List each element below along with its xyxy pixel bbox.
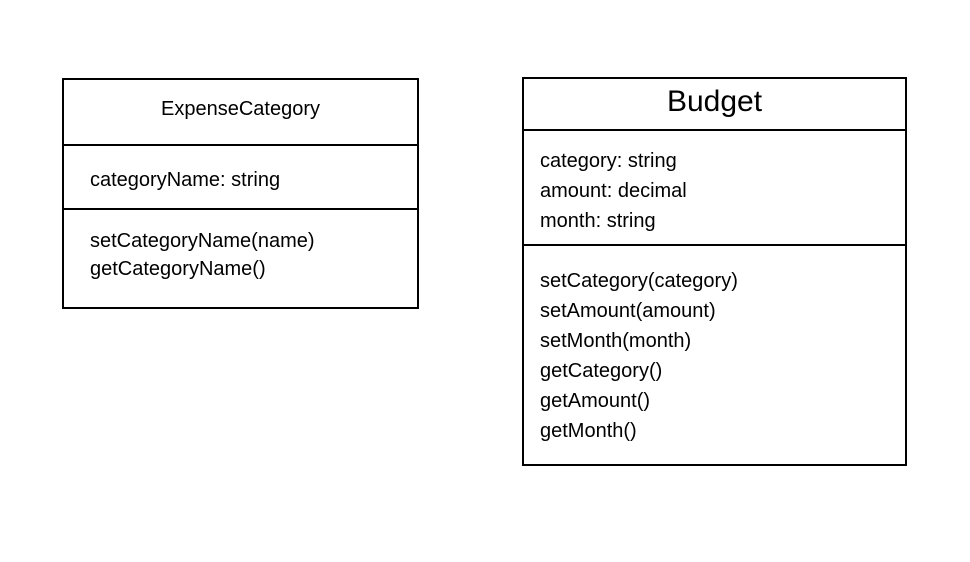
budget-attributes-divider	[524, 244, 905, 246]
operation-item: getCategoryName()	[90, 258, 266, 280]
attribute-item: month: string	[540, 210, 656, 232]
expense-category-operations: setCategoryName(name) getCategoryName()	[90, 227, 315, 283]
operation-item: setCategory(category)	[540, 270, 738, 292]
operation-item: setAmount(amount)	[540, 300, 716, 322]
attribute-item: category: string	[540, 150, 677, 172]
operation-item: setCategoryName(name)	[90, 230, 315, 252]
budget-name-divider	[524, 129, 905, 131]
operation-item: getCategory()	[540, 360, 663, 382]
operation-item: setMonth(month)	[540, 330, 692, 352]
budget-attributes: category: string amount: decimal month: …	[540, 146, 687, 236]
expense-category-class-box: ExpenseCategory categoryName: string set…	[62, 78, 419, 309]
attribute-item: categoryName: string	[90, 169, 281, 191]
expense-category-attributes-divider	[64, 208, 417, 210]
budget-class-box: Budget category: string amount: decimal …	[522, 77, 907, 466]
budget-class-name: Budget	[666, 85, 763, 118]
operation-item: getMonth()	[540, 420, 637, 442]
expense-category-class-name: ExpenseCategory	[161, 98, 320, 120]
attribute-item: amount: decimal	[540, 180, 687, 202]
budget-operations: setCategory(category) setAmount(amount) …	[540, 266, 738, 446]
operation-item: getAmount()	[540, 390, 651, 412]
expense-category-attributes: categoryName: string	[90, 166, 280, 194]
expense-category-name-divider	[64, 144, 417, 146]
